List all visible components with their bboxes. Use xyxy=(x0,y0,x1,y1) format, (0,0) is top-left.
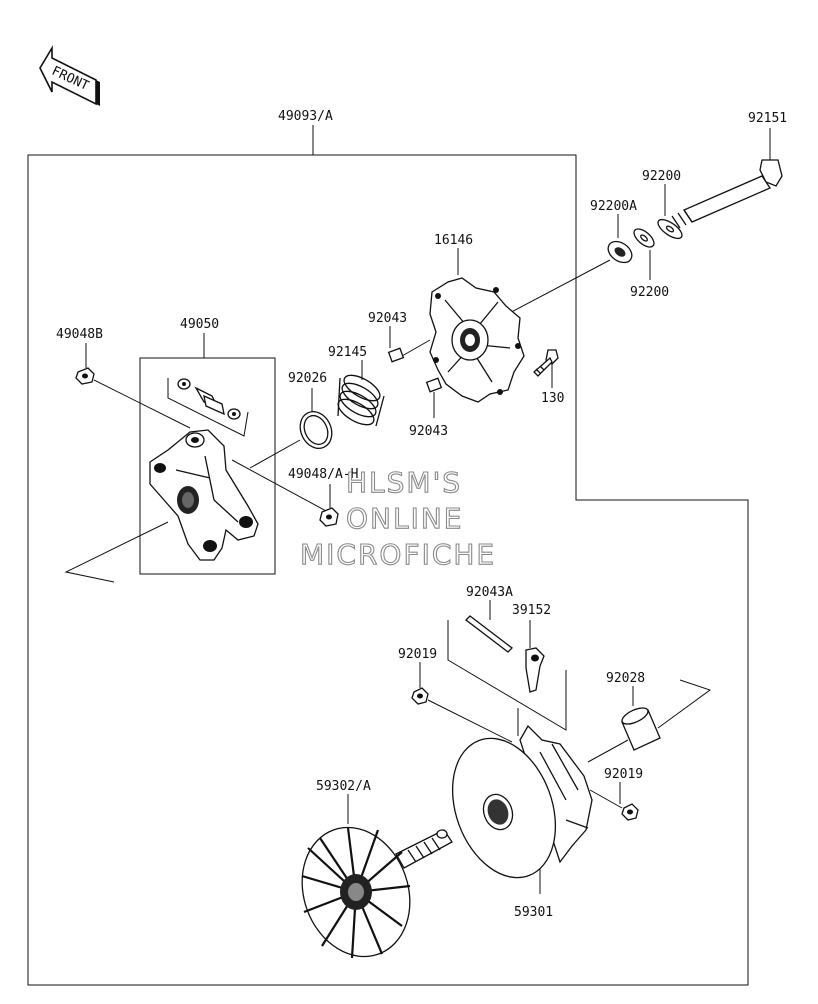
label-92200A: 92200A xyxy=(590,199,637,214)
pin-92043A xyxy=(465,615,513,653)
sheave-59302A xyxy=(301,826,453,959)
label-92043-top: 92043 xyxy=(368,311,407,326)
label-130: 130 xyxy=(541,391,564,406)
label-92151: 92151 xyxy=(748,111,787,126)
label-92019-right: 92019 xyxy=(604,767,643,782)
ring-92026 xyxy=(299,411,333,449)
label-92028: 92028 xyxy=(606,671,645,686)
arm-39152 xyxy=(525,647,545,693)
watermark-line3: MICROFICHE xyxy=(300,538,496,571)
label-49048AH: 49048/A-H xyxy=(288,467,358,482)
label-16146: 16146 xyxy=(434,233,473,248)
label-59301: 59301 xyxy=(514,905,553,920)
spring-92145 xyxy=(337,374,385,427)
watermark: HLSM'S ONLINE MICROFICHE xyxy=(299,465,496,571)
label-49050: 49050 xyxy=(180,317,219,332)
front-arrow-icon: FRONT xyxy=(39,45,100,106)
pin-92043-bottom xyxy=(425,377,443,393)
cover-16146 xyxy=(429,248,525,403)
watermark-line2: ONLINE xyxy=(346,502,463,535)
label-92200-top: 92200 xyxy=(642,169,681,184)
box-49050 xyxy=(139,357,276,575)
bushing-92028 xyxy=(621,707,661,751)
pin-92043-top xyxy=(387,347,405,363)
bolt-92151 xyxy=(671,128,783,229)
assembly-boundary xyxy=(27,154,749,986)
label-49048B: 49048B xyxy=(56,327,103,342)
label-92043-bottom: 92043 xyxy=(409,424,448,439)
roller-set xyxy=(177,378,241,420)
sheave-59301 xyxy=(451,724,593,894)
spider-49050 xyxy=(149,429,259,561)
watermark-line1: HLSM'S xyxy=(346,466,462,499)
bolt-130 xyxy=(533,349,559,388)
label-49093A: 49093/A xyxy=(278,109,333,124)
label-92145: 92145 xyxy=(328,345,367,360)
label-92043A: 92043A xyxy=(466,585,513,600)
label-92026: 92026 xyxy=(288,371,327,386)
label-92019-left: 92019 xyxy=(398,647,437,662)
label-59302A: 59302/A xyxy=(316,779,371,794)
label-39152: 39152 xyxy=(512,603,551,618)
label-92200-bottom: 92200 xyxy=(630,285,669,300)
